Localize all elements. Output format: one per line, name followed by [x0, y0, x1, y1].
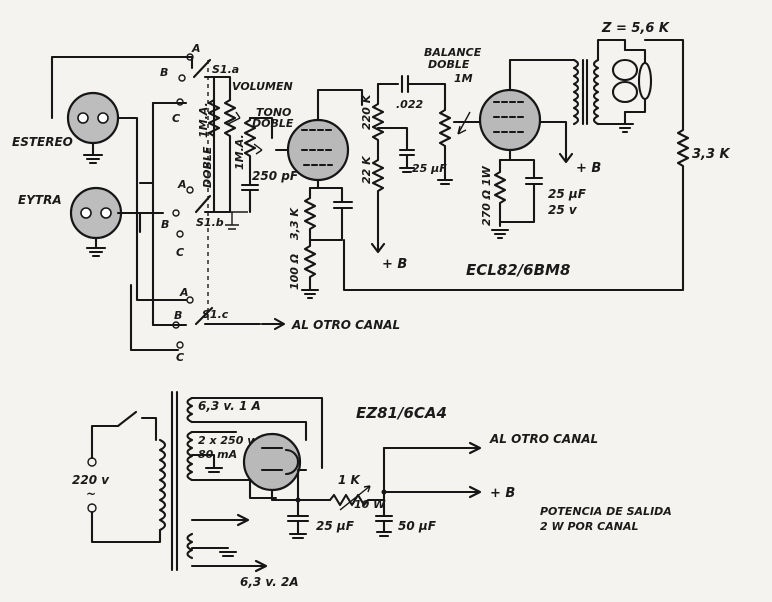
hv-2-label: 80 mA	[198, 448, 237, 461]
al-otro-canal-psu: AL OTRO CANAL	[489, 432, 598, 446]
tube-ecl-label: ECL82/6BM8	[466, 261, 570, 279]
r-1k-label: 1 K	[338, 473, 362, 487]
mains-ac-label: ~	[86, 487, 96, 501]
switch-a-low: A	[179, 286, 189, 299]
r-270-label: 270 Ω 1W	[480, 165, 493, 226]
selector-switch-wiring	[50, 53, 286, 352]
switch-b-mid: B	[161, 218, 169, 231]
estereo-jack	[66, 91, 120, 165]
r-33k-cath-label: 3,3 K	[288, 207, 301, 240]
estereo-label: ESTEREO	[12, 135, 73, 149]
r-220k-label: 220 K	[360, 93, 373, 130]
switch-c-top: C	[172, 112, 180, 125]
switch-c-mid: C	[176, 246, 184, 259]
r-100-label: 100 Ω	[288, 254, 301, 290]
switch-a-top: A	[191, 42, 201, 55]
volume-pot	[207, 75, 248, 230]
plus-b-2: + B	[576, 161, 601, 176]
switch-b-low: B	[174, 309, 182, 322]
s1a-label: S1.a	[212, 63, 239, 76]
vol-pot-doble: DOBLE	[201, 146, 214, 188]
cap-25uf-psu-label: 25 µF	[316, 519, 355, 533]
vol-pot-value: 1M.A.	[197, 102, 210, 138]
triode-tube	[274, 88, 364, 190]
s1b-label: S1.b	[196, 216, 224, 229]
potencia-label-2: 2 W POR CANAL	[540, 520, 638, 533]
plus-b-1: + B	[382, 257, 407, 272]
extra-jack	[69, 186, 123, 258]
switch-b-top: B	[160, 66, 168, 79]
cap-022-label: .022	[396, 98, 423, 111]
switch-a-mid: A	[177, 178, 187, 191]
tone-pot	[240, 116, 274, 214]
balance-doble-label: DOBLE	[428, 58, 470, 71]
output-transformer	[342, 38, 690, 292]
cap-250pf-label: 250 pF	[252, 169, 299, 183]
balance-pot	[436, 102, 482, 186]
psu-filter	[286, 441, 482, 540]
fil-63-1a-label: 6,3 v. 1 A	[198, 399, 261, 413]
mains-input	[87, 410, 162, 544]
power-transformer	[158, 390, 324, 573]
tone-pot-value: 1M.A.	[233, 134, 246, 170]
volumen-label: VOLUMEN	[232, 80, 293, 93]
r-10w-label: 10 W	[354, 498, 386, 511]
mains-label: 220 v	[72, 473, 110, 487]
tube-ez-label: EZ81/6CA4	[356, 404, 447, 422]
cap-25uf-cath-label: 25 µF	[548, 187, 587, 201]
triode-plate-load	[370, 74, 447, 254]
rectifier-tube	[242, 432, 332, 502]
s1c-label: S1.c	[202, 308, 229, 321]
cap-25uf-top-label: 25 µF	[412, 162, 447, 175]
plus-b-psu: + B	[490, 486, 515, 501]
cap-50uf-label: 50 µF	[398, 519, 437, 533]
extra-label: EYTRA	[18, 193, 62, 207]
r-33k-fb-label: 3,3 K	[692, 147, 731, 162]
potencia-label-1: POTENCIA DE SALIDA	[540, 505, 672, 518]
hv-1-label: 2 x 250 v	[198, 434, 255, 447]
al-otro-canal-top: AL OTRO CANAL	[291, 318, 400, 332]
switch-c-low: C	[176, 351, 184, 364]
r-22k-label: 22 K	[360, 155, 373, 184]
pentode-tube	[478, 58, 576, 164]
balance-value-label: 1M	[454, 72, 473, 85]
tono-label: TONO	[256, 106, 291, 119]
fil-63-2a-label: 6,3 v. 2A	[240, 575, 299, 589]
cathode-network	[300, 186, 354, 300]
z-value-label: Z = 5,6 K	[601, 21, 670, 36]
tono-doble-label: DOBLE	[252, 117, 294, 130]
cap-25uf-cath-volt: 25 v	[548, 203, 578, 217]
pentode-cathode-network	[490, 158, 544, 240]
balance-label: BALANCE	[424, 46, 482, 59]
schematic-labels: ESTEREO EYTRA A B C S1.a A B C S1.b A B …	[12, 21, 731, 589]
